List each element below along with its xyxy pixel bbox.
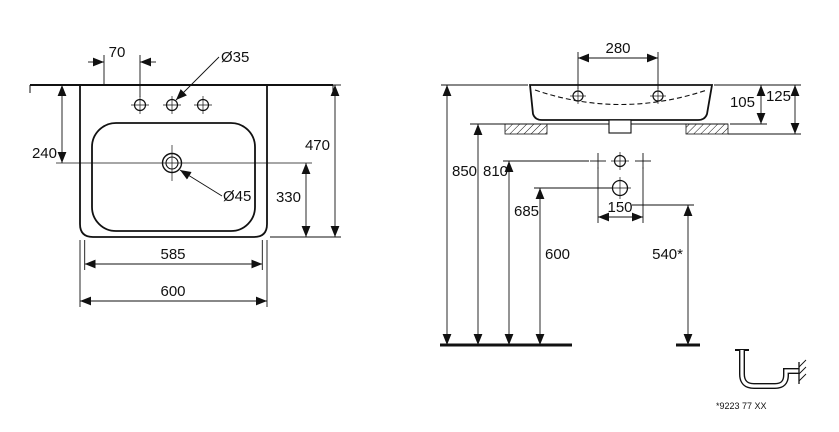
basin-bowl [91, 122, 256, 232]
dim-150 [597, 167, 644, 223]
rim-holes [570, 88, 666, 104]
dim-label-d45: Ø45 [223, 188, 251, 205]
dim-label-105: 105 [730, 94, 755, 111]
leader-tap-hole [175, 56, 220, 101]
top-view: 70 Ø35 240 470 330 Ø45 585 600 [29, 44, 341, 307]
dim-label-600f: 600 [545, 246, 570, 263]
dim-label-d35: Ø35 [221, 49, 249, 66]
dim-label-810: 810 [483, 163, 508, 180]
dim-label-470: 470 [305, 137, 330, 154]
drain-hole [56, 145, 312, 181]
dim-label-150: 150 [607, 199, 632, 216]
dim-105-125 [714, 84, 801, 135]
dim-280 [577, 52, 659, 89]
dim-585-600 [79, 240, 268, 307]
fixing-marks [590, 152, 651, 199]
trap-icon [735, 349, 807, 389]
dim-label-540: 540* [652, 246, 683, 263]
front-view: 280 105 125 850 810 685 600 [440, 40, 801, 347]
wall-line [29, 84, 334, 93]
leader-drain [179, 169, 223, 197]
dim-70 [88, 55, 156, 97]
dim-540 [632, 204, 700, 347]
dim-label-330: 330 [276, 189, 301, 206]
basin-outline [79, 84, 268, 238]
dim-470 [270, 84, 341, 238]
dim-label-280: 280 [605, 40, 630, 57]
bowl-hidden-edge [534, 89, 708, 106]
wall-bracket-right [685, 123, 729, 135]
dim-label-585: 585 [160, 246, 185, 263]
wall-hatch-icon [798, 359, 807, 384]
dim-label-125: 125 [766, 88, 791, 105]
dim-label-70: 70 [109, 44, 126, 61]
dim-label-850: 850 [452, 163, 477, 180]
tap-holes [131, 96, 212, 114]
dim-label-600: 600 [160, 283, 185, 300]
trap-reference-code: *9223 77 XX [716, 401, 767, 411]
dim-label-685: 685 [514, 203, 539, 220]
drain-boss [608, 119, 632, 134]
height-dims [441, 84, 612, 345]
basin-profile [529, 84, 714, 121]
dim-label-240: 240 [32, 145, 57, 162]
wall-bracket-left [504, 123, 548, 135]
